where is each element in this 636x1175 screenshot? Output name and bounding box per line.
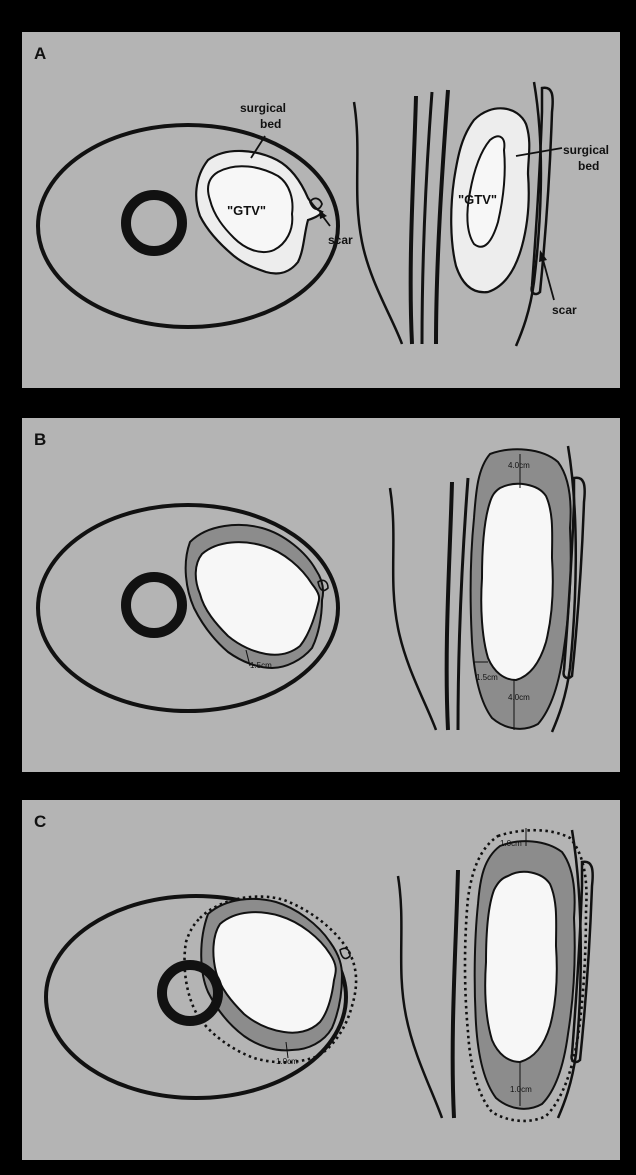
margin-label-top-sagittal: 1.0cm: [500, 839, 522, 848]
margin-label-top-sagittal: 4.0cm: [508, 461, 530, 470]
surgical-bed-label-sagittal-1: surgical: [563, 143, 609, 157]
panel-b: B 1.5cm 4.0cm 1.5cm 4.0cm: [22, 418, 620, 772]
surgical-bed-label-axial-1: surgical: [240, 101, 286, 115]
muscle-line-1-sagittal: [411, 96, 416, 344]
gtv-sagittal: [481, 484, 553, 680]
panel-a: A surgical bed "GTV" scar "GTV" surgical…: [22, 32, 620, 388]
gtv-sagittal: [485, 872, 557, 1062]
margin-label-bottom-sagittal: 1.0cm: [510, 1085, 532, 1094]
surgical-bed-label-sagittal-2: bed: [578, 159, 599, 173]
muscle-line-3-sagittal: [436, 90, 448, 344]
gtv-label-axial: "GTV": [227, 203, 266, 218]
muscle-line-1-sagittal: [447, 482, 452, 730]
surgical-bed-label-axial-2: bed: [260, 117, 281, 131]
scar-label-sagittal: scar: [552, 303, 577, 317]
skin-contour-1-sagittal: [398, 876, 442, 1118]
skin-contour-1-sagittal: [354, 102, 402, 344]
margin-label-bottom-sagittal: 4.0cm: [508, 693, 530, 702]
scar-arrow-sagittal: [542, 256, 554, 300]
margin-label-side-sagittal: 1.5cm: [476, 673, 498, 682]
muscle-line-2-sagittal: [422, 92, 432, 344]
skin-contour-1-sagittal: [390, 488, 436, 730]
panel-a-diagram: surgical bed "GTV" scar "GTV" surgical b…: [22, 32, 620, 388]
panel-c: C 1.0cm 1.0cm 1.0cm: [22, 800, 620, 1160]
margin-label-axial: 1.5cm: [250, 661, 272, 670]
muscle-line-2-sagittal: [458, 478, 468, 730]
muscle-line-1-sagittal: [453, 870, 458, 1118]
panel-c-diagram: 1.0cm 1.0cm 1.0cm: [22, 800, 620, 1160]
panel-b-diagram: 1.5cm 4.0cm 1.5cm 4.0cm: [22, 418, 620, 772]
bone-ring-axial: [126, 195, 182, 251]
scar-label-axial: scar: [328, 233, 353, 247]
scar-sagittal: [532, 88, 553, 294]
margin-label-axial: 1.0cm: [276, 1057, 298, 1066]
gtv-label-sagittal: "GTV": [458, 192, 497, 207]
bone-ring-axial: [126, 577, 182, 633]
